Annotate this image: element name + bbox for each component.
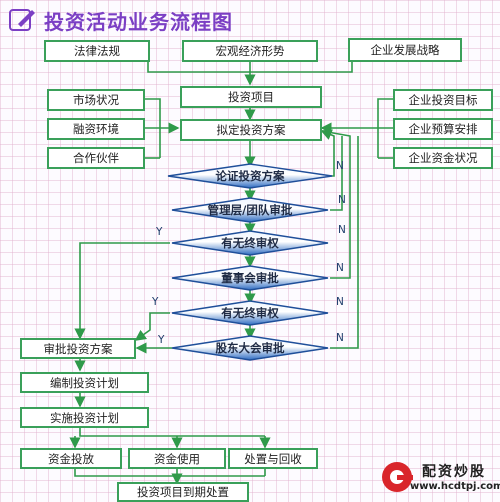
decision-label-5: 有无终审权 [221, 306, 279, 320]
decision-label-3: 有无终审权 [221, 236, 279, 250]
box-financing: 融资环境 [47, 118, 145, 140]
box-compile-plan: 编制投资计划 [20, 372, 149, 393]
box-project: 投资项目 [180, 86, 322, 108]
box-law: 法律法规 [44, 40, 150, 62]
box-maturity: 投资项目到期处置 [117, 482, 249, 502]
decision-diamond-2 [171, 197, 329, 223]
flag-n-1: N [336, 160, 344, 172]
box-approve-plan: 审批投资方案 [20, 338, 136, 359]
flag-y-3: Y [158, 334, 165, 346]
box-partner: 合作伙伴 [47, 147, 145, 169]
decision-diamond-4 [171, 265, 329, 291]
decision-diamond-1 [167, 163, 333, 189]
decision-label-2: 管理层/团队审批 [207, 203, 293, 217]
logo-name: 配资炒股 [422, 464, 486, 480]
flag-n-2: N [338, 194, 346, 206]
decision-diamond-6 [171, 335, 329, 361]
box-invest-goal: 企业投资目标 [393, 89, 493, 111]
box-macro: 宏观经济形势 [182, 40, 318, 62]
flag-n-6: N [336, 332, 344, 344]
decision-label-4: 董事会审批 [221, 271, 279, 285]
flag-n-5: N [336, 296, 344, 308]
flag-y-1: Y [156, 226, 163, 238]
decision-diamond-5 [171, 300, 329, 326]
box-disposal: 处置与回收 [228, 448, 318, 469]
flag-n-3: N [338, 224, 346, 236]
logo-icon [382, 462, 413, 492]
logo-url: www.hcdtpj.com [410, 481, 500, 492]
box-market: 市场状况 [47, 89, 145, 111]
decision-diamond-3 [171, 230, 329, 256]
box-budget: 企业预算安排 [393, 118, 493, 140]
box-fund-status: 企业资金状况 [393, 147, 493, 169]
page-title: 投资活动业务流程图 [44, 10, 233, 34]
decision-label-1: 论证投资方案 [215, 169, 285, 183]
box-strategy: 企业发展战略 [348, 38, 462, 62]
flag-n-4: N [336, 262, 344, 274]
box-plan-draft: 拟定投资方案 [180, 119, 322, 141]
edit-pencil-icon [9, 9, 35, 31]
box-fund-use: 资金使用 [128, 448, 226, 469]
box-implement-plan: 实施投资计划 [20, 407, 149, 428]
decision-label-6: 股东大会审批 [215, 341, 285, 355]
flag-y-2: Y [152, 296, 159, 308]
box-fund-invest: 资金投放 [20, 448, 122, 469]
